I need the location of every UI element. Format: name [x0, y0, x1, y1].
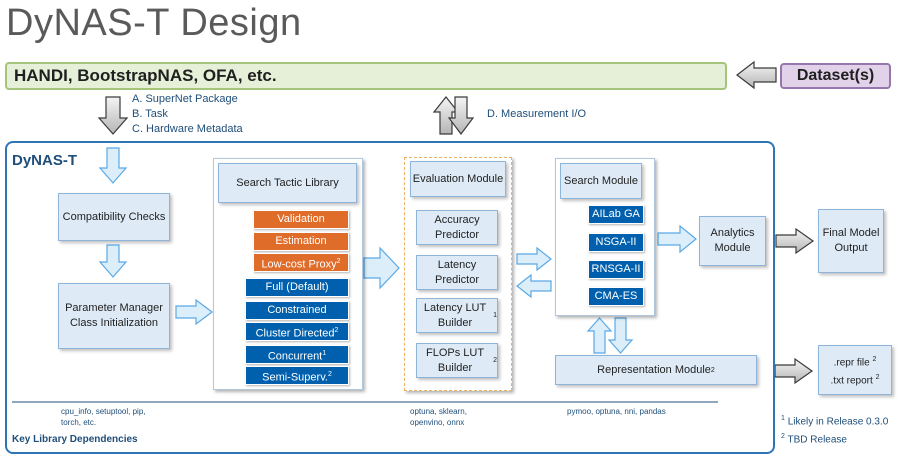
- ailab-ga-item: AILab GA: [588, 205, 644, 224]
- footnote-1: 1 Likely in Release 0.3.0: [781, 411, 888, 429]
- param-to-tactic-arrow: [175, 298, 213, 326]
- dynas-t-frame: [5, 141, 775, 454]
- footnote-marker: 1: [781, 415, 785, 422]
- footnote-marker: 2: [710, 366, 715, 374]
- cluster-directed-label: Cluster Directed: [255, 327, 335, 340]
- accuracy-predictor-box: Accuracy Predictor: [416, 210, 498, 245]
- cma-es-item: CMA-ES: [588, 287, 644, 306]
- footnote-2-text: TBD Release: [787, 434, 847, 446]
- footnotes: 1 Likely in Release 0.3.0 2 TBD Release: [781, 411, 888, 448]
- footnote-marker: 2: [493, 357, 497, 364]
- dependency-line: openvino, onnx: [410, 418, 465, 427]
- concurrent-label: Concurrent: [267, 350, 323, 363]
- analytics-module-box: Analytics Module: [699, 216, 766, 266]
- dataset-arrow: [736, 60, 777, 90]
- repr-file-label: .repr file: [833, 357, 870, 368]
- input-list: A. SuperNet Package B. Task C. Hardware …: [132, 92, 243, 137]
- latency-lut-label: Latency LUT Builder: [423, 301, 487, 329]
- measurement-label: D. Measurement I/O: [487, 108, 587, 120]
- search-to-analytics-arrow: [657, 224, 697, 254]
- input-item: A. SuperNet Package: [132, 93, 238, 105]
- footnote-marker: 2: [872, 355, 877, 363]
- estimation-item: Estimation: [253, 232, 349, 251]
- flops-lut-builder-box: FLOPs LUT Builder 2: [416, 343, 498, 378]
- evaluation-module-title: Evaluation Module: [410, 161, 506, 197]
- txt-report-line: .txt report 2: [831, 370, 880, 388]
- txt-report-label: .txt report: [830, 375, 873, 387]
- dataset-box: Dataset(s): [780, 63, 891, 89]
- representation-down-arrow: [607, 317, 634, 354]
- analytics-to-final-arrow: [775, 227, 815, 255]
- eval-to-search-arrow: [516, 246, 552, 272]
- flops-lut-label: FLOPs LUT Builder: [426, 346, 485, 374]
- footnote-marker: 1: [493, 312, 497, 319]
- representation-label: Representation Module: [597, 363, 711, 376]
- search-tactic-library-title: Search Tactic Library: [218, 163, 357, 203]
- representation-output-arrow: [774, 357, 814, 385]
- dependency-group-2: optuna, sklearn, openvino, onnx: [410, 406, 467, 428]
- to-compat-arrow: [98, 147, 128, 184]
- dependency-group-3: pymoo, optuna, nni, pandas: [567, 406, 666, 417]
- compatibility-checks-box: Compatibility Checks: [58, 193, 170, 241]
- full-default-item: Full (Default): [245, 278, 349, 297]
- input-item: B. Task: [132, 108, 168, 120]
- footnote-1-text: Likely in Release 0.3.0: [787, 416, 889, 428]
- low-cost-proxy-label: Low-cost Proxy: [261, 258, 337, 271]
- repr-file-line: .repr file 2: [834, 352, 877, 370]
- dependency-line: pymoo, optuna, nni, pandas: [567, 407, 666, 416]
- output-files-box: .repr file 2 .txt report 2: [818, 345, 892, 395]
- concurrent-item: Concurrent1: [245, 345, 349, 364]
- input-item: C. Hardware Metadata: [132, 123, 243, 135]
- measurement-up-arrow: [432, 96, 460, 135]
- compat-to-param-arrow: [98, 244, 128, 278]
- parameter-manager-box: Parameter Manager Class Initialization: [58, 283, 170, 349]
- constrained-item: Constrained: [245, 301, 349, 320]
- footnote-marker: 2: [334, 327, 339, 334]
- measurement-down-arrow: [447, 96, 475, 135]
- low-cost-proxy-item: Low-cost Proxy2: [253, 253, 349, 272]
- dependency-line: cpu_info, setuptool, pip,: [61, 407, 146, 416]
- input-down-arrow: [97, 96, 129, 135]
- frame-title: DyNAS-T: [12, 152, 78, 169]
- dependency-group-1: cpu_info, setuptool, pip, torch, etc.: [61, 406, 146, 428]
- footnote-marker: 2: [327, 371, 332, 378]
- page-title: DyNAS-T Design: [6, 2, 302, 44]
- nsga-ii-item: NSGA-II: [588, 233, 644, 252]
- dependency-line: torch, etc.: [61, 418, 97, 427]
- search-to-eval-arrow: [516, 273, 552, 299]
- latency-lut-builder-box: Latency LUT Builder 1: [416, 298, 498, 333]
- framework-bar-label: HANDI, BootstrapNAS, OFA, etc.: [14, 66, 277, 85]
- footnote-marker: 2: [875, 374, 880, 381]
- semi-supervised-label: Semi-Superv.: [262, 371, 328, 384]
- final-model-output-box: Final Model Output: [818, 209, 884, 273]
- search-module-title: Search Module: [560, 163, 642, 199]
- framework-bar: HANDI, BootstrapNAS, OFA, etc.: [5, 62, 727, 90]
- footnote-marker: 2: [781, 433, 785, 441]
- cluster-directed-item: Cluster Directed2: [245, 322, 349, 341]
- footnote-marker: 2: [336, 258, 341, 265]
- dependencies-label: Key Library Dependencies: [12, 434, 138, 445]
- tactic-to-eval-arrow: [363, 246, 400, 290]
- semi-supervised-item: Semi-Superv.2: [245, 366, 349, 385]
- rnsga-ii-item: RNSGA-II: [588, 260, 644, 279]
- latency-predictor-box: Latency Predictor: [416, 255, 498, 290]
- validation-item: Validation: [253, 210, 349, 229]
- representation-up-arrow: [586, 317, 613, 354]
- footnote-marker: 1: [322, 350, 327, 357]
- footnote-2: 2 TBD Release: [781, 429, 888, 447]
- dependency-line: optuna, sklearn,: [410, 407, 467, 416]
